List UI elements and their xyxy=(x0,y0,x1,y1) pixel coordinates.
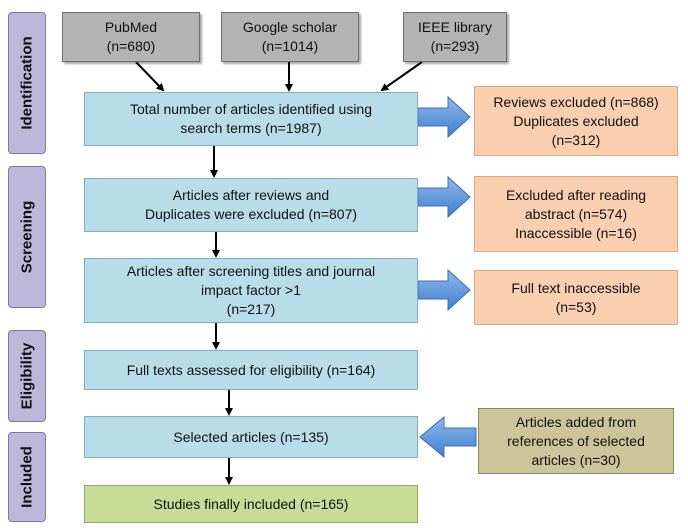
excluded-full-text-inaccessible: Full text inaccessible (n=53) xyxy=(474,270,678,325)
step-after-screening: Articles after screening titles and jour… xyxy=(84,258,418,323)
source-pubmed: PubMed (n=680) xyxy=(62,12,200,62)
stage-screening: Screening xyxy=(8,166,46,308)
added-from-references: Articles added from references of select… xyxy=(478,408,674,474)
block-arrow-abstract-excluded xyxy=(417,175,471,219)
stage-eligibility: Eligibility xyxy=(8,330,46,422)
source-google-scholar: Google scholar (n=1014) xyxy=(221,12,359,62)
step-after-reviews-excluded: Articles after reviews and Duplicates we… xyxy=(84,178,418,232)
arrow-pubmed-to-identified xyxy=(135,61,165,92)
stage-identification: Identification xyxy=(8,12,46,154)
arrow-ieee-to-identified xyxy=(380,61,423,92)
step-studies-finally-included: Studies finally included (n=165) xyxy=(84,485,418,523)
step-full-texts-assessed: Full texts assessed for eligibility (n=1… xyxy=(84,350,418,390)
block-arrow-reviews-excluded xyxy=(417,95,471,139)
step-total-identified: Total number of articles identified usin… xyxy=(84,92,418,146)
block-arrow-references-added xyxy=(419,415,477,459)
excluded-reviews-duplicates: Reviews excluded (n=868) Duplicates excl… xyxy=(474,86,678,156)
step-selected-articles: Selected articles (n=135) xyxy=(84,416,418,458)
source-ieee-library: IEEE library (n=293) xyxy=(403,12,507,62)
stage-included: Included xyxy=(8,432,46,522)
block-arrow-fulltext-excluded xyxy=(417,268,471,312)
excluded-after-abstract: Excluded after reading abstract (n=574) … xyxy=(474,176,678,252)
